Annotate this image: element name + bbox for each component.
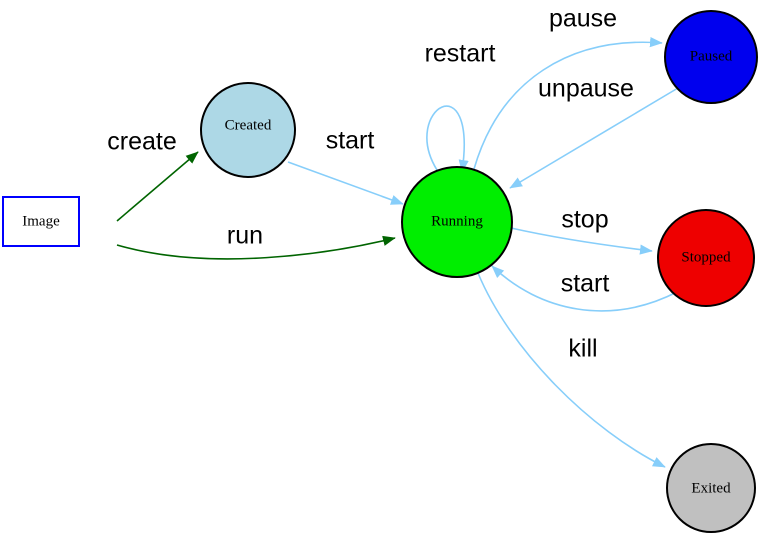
node-exited[interactable]: Exited (666, 443, 756, 533)
edge-create[interactable]: create (107, 128, 199, 222)
edge-start-stopped[interactable]: start (491, 265, 678, 312)
node-running-shape[interactable] (401, 166, 513, 278)
node-paused[interactable]: Paused (664, 10, 758, 104)
edge-start-created-path[interactable] (287, 161, 404, 205)
node-stopped-shape[interactable] (657, 209, 755, 307)
edge-run-path[interactable] (116, 235, 396, 260)
node-image-shape[interactable] (2, 196, 80, 247)
node-created-label: Created (225, 117, 272, 133)
edge-start-created-label: start (326, 127, 375, 155)
edge-start-stopped-label: start (561, 270, 610, 298)
node-paused-label: Paused (690, 48, 733, 64)
node-image[interactable]: Image (2, 196, 80, 247)
edge-stop-path[interactable] (510, 227, 653, 255)
edge-start-stopped-path[interactable] (491, 265, 678, 312)
edge-stop[interactable]: stop (510, 206, 653, 255)
edge-kill[interactable]: kill (477, 272, 666, 468)
node-image-label: Image (22, 213, 60, 229)
node-paused-shape[interactable] (664, 10, 758, 104)
edge-unpause-path[interactable] (509, 87, 679, 189)
node-created-shape[interactable] (200, 82, 296, 178)
edge-start-created[interactable]: start (287, 127, 404, 205)
edge-restart-label: restart (425, 40, 496, 68)
edge-create-label: create (107, 128, 176, 156)
node-created[interactable]: Created (200, 82, 296, 178)
edge-unpause[interactable]: unpause (509, 75, 679, 189)
node-exited-shape[interactable] (666, 443, 756, 533)
node-stopped[interactable]: Stopped (657, 209, 755, 307)
node-running-label: Running (431, 213, 483, 229)
edge-unpause-label: unpause (538, 75, 634, 103)
nodes-layer: Image Created Running Paused Stopped (2, 10, 758, 533)
edge-create-path[interactable] (116, 151, 199, 222)
edge-pause[interactable]: pause (473, 5, 663, 170)
node-exited-label: Exited (691, 480, 731, 496)
edge-run[interactable]: run (116, 222, 396, 260)
edge-restart-path[interactable] (426, 105, 469, 173)
edge-pause-label: pause (549, 5, 617, 33)
edge-kill-path[interactable] (477, 272, 666, 468)
edge-pause-path[interactable] (473, 36, 663, 170)
edges-layer: create run start pause unpause (107, 5, 679, 468)
node-stopped-label: Stopped (681, 249, 731, 265)
edge-kill-label: kill (568, 335, 597, 363)
edge-stop-label: stop (561, 206, 608, 234)
node-running[interactable]: Running (401, 166, 513, 278)
edge-restart[interactable]: restart (425, 40, 496, 173)
edge-run-label: run (227, 222, 263, 250)
